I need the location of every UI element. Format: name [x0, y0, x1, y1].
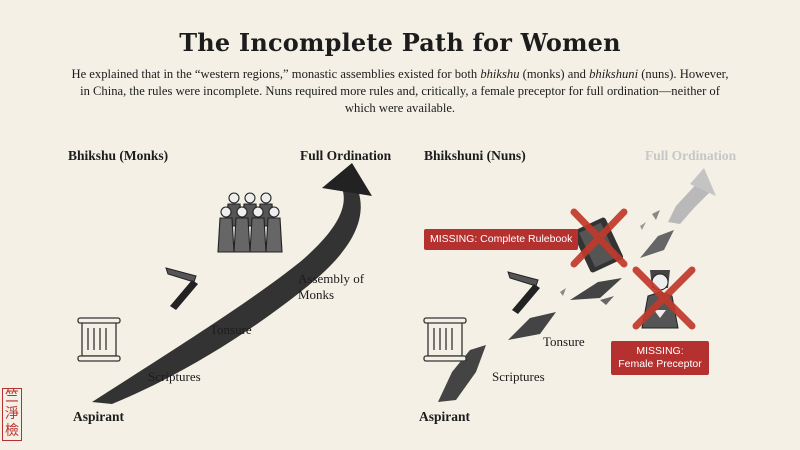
monks-heading: Bhikshu (Monks): [68, 148, 169, 163]
tonsure-label: Tonsure: [543, 334, 585, 349]
subtitle-part: (monks) and: [519, 67, 590, 81]
monks-goal-label: Full Ordination: [300, 148, 392, 163]
subtitle-part: (nuns). However, in China, the rules wer…: [80, 67, 729, 115]
subtitle-term-bhikshuni: bhikshuni: [589, 67, 639, 81]
aspirant-label: Aspirant: [419, 409, 471, 424]
scroll-icon: [77, 317, 121, 362]
rulebook-icon: [572, 217, 624, 273]
page-title: The Incomplete Path for Women: [179, 28, 621, 57]
monks-path-arrow: [92, 163, 372, 404]
cross-icon: [632, 266, 696, 330]
nuns-goal-label: Full Ordination: [645, 148, 737, 163]
monks-group-icon: [217, 192, 283, 253]
scroll-icon: [423, 317, 467, 362]
razor-icon: [507, 271, 540, 314]
nuns-path-fragments: [438, 168, 716, 402]
nuns-heading: Bhikshuni (Nuns): [424, 148, 526, 163]
missing-rulebook-badge: MISSING: Complete Rulebook: [424, 229, 579, 250]
subtitle: He explained that in the “western region…: [70, 66, 730, 117]
scriptures-label: Scriptures: [492, 369, 545, 384]
missing-preceptor-line2: Female Preceptor: [618, 358, 702, 370]
cross-icon: [570, 208, 628, 268]
seal-stamp: 竺淨檢: [2, 388, 22, 441]
subtitle-part: He explained that in the “western region…: [71, 67, 481, 81]
assembly-label: Assembly of Monks: [298, 271, 365, 302]
missing-preceptor-badge: MISSING: Female Preceptor: [611, 341, 709, 375]
missing-preceptor-line1: MISSING:: [636, 345, 684, 357]
razor-icon: [165, 267, 198, 310]
subtitle-term-bhikshu: bhikshu: [480, 67, 520, 81]
scriptures-label: Scriptures: [148, 369, 201, 384]
tonsure-label: Tonsure: [210, 322, 252, 337]
aspirant-label: Aspirant: [73, 409, 125, 424]
